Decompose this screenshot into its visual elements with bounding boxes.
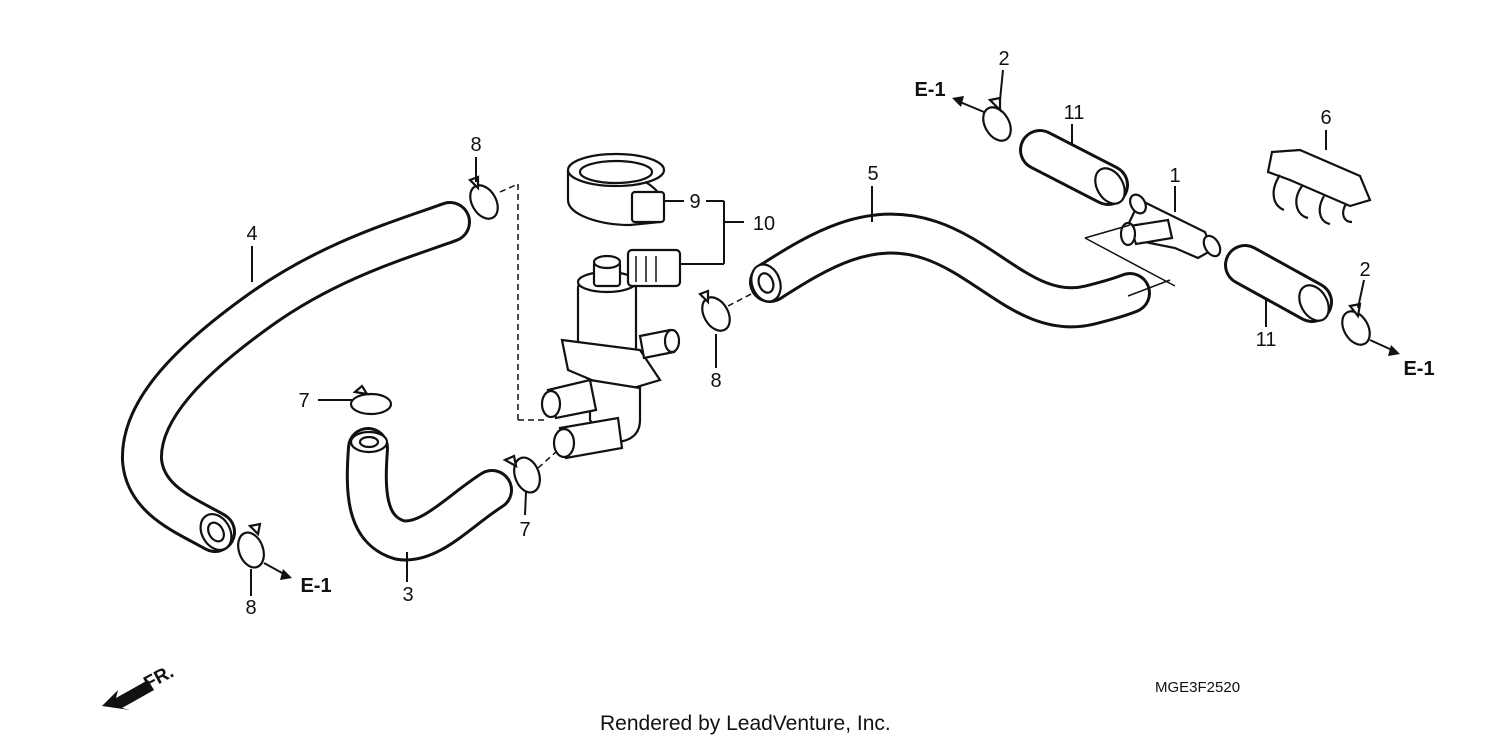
joint-1[interactable]	[1084, 192, 1224, 297]
leader-lines	[250, 69, 1365, 596]
callout-6[interactable]: 6	[1320, 107, 1331, 129]
callout-8-bottom[interactable]: 8	[245, 597, 256, 619]
callout-8-top[interactable]: 8	[470, 134, 481, 156]
ref-e1-bottom[interactable]: E-1	[300, 575, 331, 597]
ref-e1-top[interactable]: E-1	[914, 79, 945, 101]
callout-7-bottom[interactable]: 7	[519, 519, 530, 541]
band-9[interactable]	[566, 152, 666, 227]
callout-9[interactable]: 9	[689, 191, 700, 213]
air-injection-valve[interactable]	[540, 248, 682, 460]
callout-11-bottom[interactable]: 11	[1256, 329, 1277, 351]
front-direction-arrow: FR.	[102, 662, 177, 710]
clip-8-bottom[interactable]	[234, 522, 269, 571]
callout-2-bottom[interactable]: 2	[1359, 259, 1370, 281]
clip-7-bottom[interactable]	[502, 454, 544, 496]
clip-7-left[interactable]	[349, 384, 393, 416]
hose-11-bottom[interactable]	[1224, 244, 1335, 326]
diagram-code: MGE3F2520	[1155, 679, 1240, 696]
callout-4[interactable]: 4	[246, 223, 257, 245]
callout-11-top[interactable]: 11	[1064, 102, 1085, 124]
callout-2-top[interactable]: 2	[998, 48, 1009, 70]
callout-8-middle[interactable]: 8	[710, 370, 721, 392]
callout-10[interactable]: 10	[753, 213, 775, 235]
callout-1[interactable]: 1	[1169, 165, 1180, 187]
hose-4[interactable]	[121, 201, 471, 555]
arrow-e1-bottom	[263, 562, 292, 580]
credit-text: Rendered by LeadVenture, Inc.	[600, 712, 891, 735]
arrow-e1-top	[952, 96, 985, 113]
clip-8-top[interactable]	[465, 175, 504, 224]
holder-6[interactable]	[1266, 148, 1372, 226]
hose-5[interactable]	[746, 212, 1151, 329]
clip-8-middle[interactable]	[697, 289, 736, 336]
clip-2-top[interactable]	[978, 96, 1017, 146]
ref-e1-right[interactable]: E-1	[1403, 358, 1434, 380]
callout-7-left[interactable]: 7	[298, 390, 309, 412]
hose-3[interactable]	[345, 427, 513, 562]
arrow-e1-right	[1369, 339, 1400, 356]
callout-5[interactable]: 5	[867, 163, 878, 185]
hose-11-top[interactable]	[1019, 129, 1131, 209]
callout-3[interactable]: 3	[402, 584, 413, 606]
clip-2-bottom[interactable]	[1337, 302, 1376, 350]
